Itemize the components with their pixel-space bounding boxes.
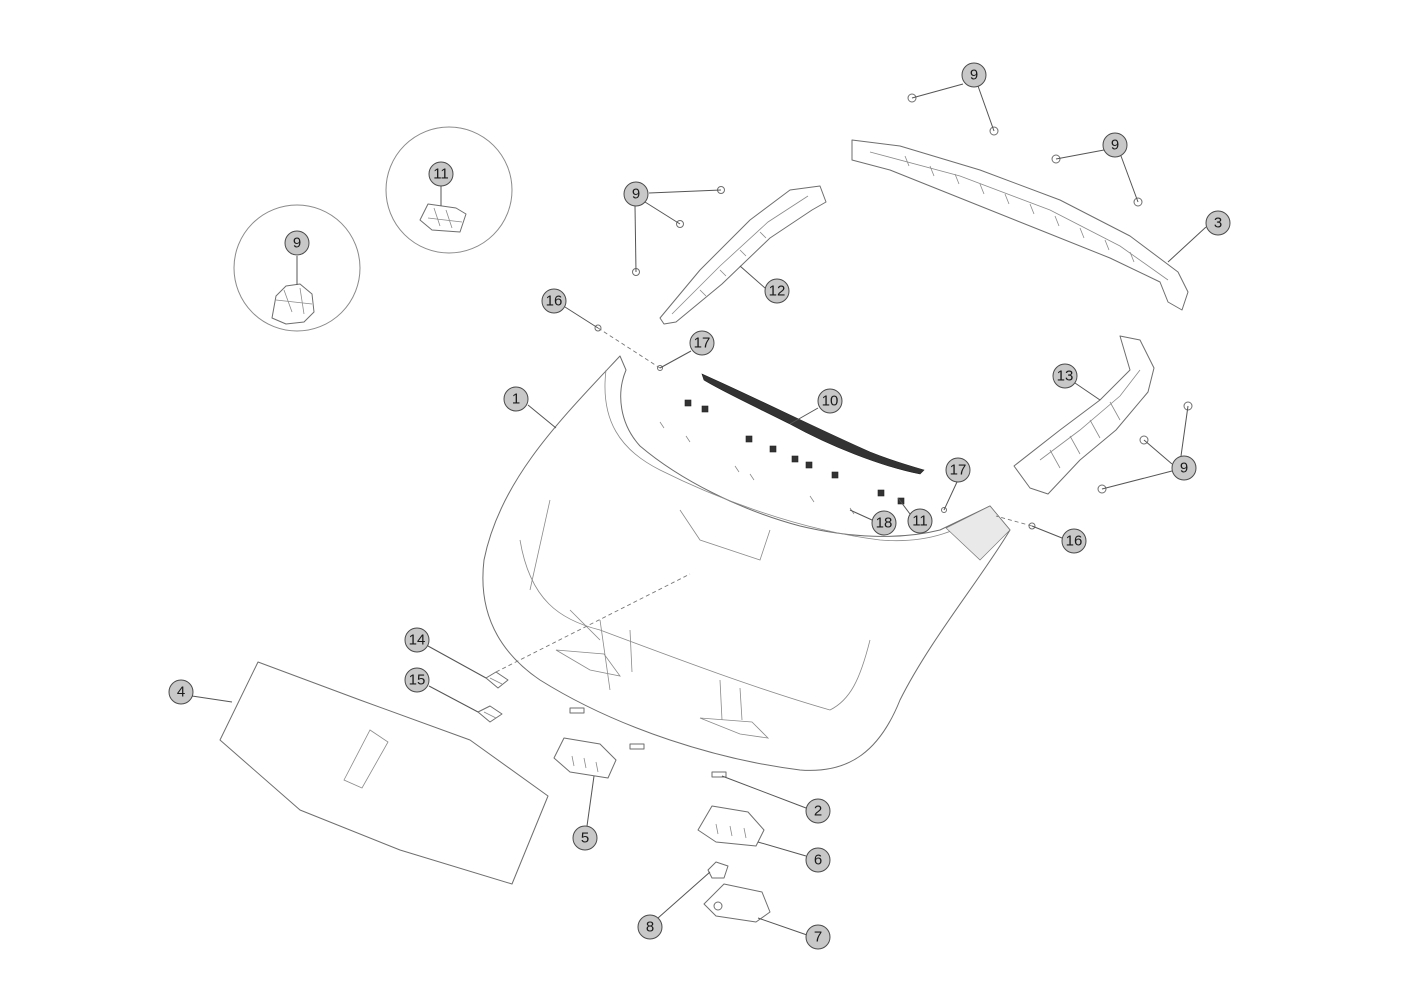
svg-text:2: 2 [814,803,822,820]
svg-text:9: 9 [632,186,640,203]
callout-14: 14 [404,627,430,653]
svg-text:14: 14 [409,632,426,649]
svg-text:1: 1 [512,391,520,408]
callout-4: 4 [168,679,194,705]
svg-text:9: 9 [293,235,301,252]
callout-17: 17 [945,457,971,483]
leader-lines [191,83,1207,936]
svg-text:17: 17 [950,462,967,479]
callout-12: 12 [764,278,790,304]
svg-text:11: 11 [912,513,928,530]
part-4-insulation-pad [219,661,549,885]
callout-17: 17 [689,330,715,356]
callout-7: 7 [805,924,831,950]
part-7-handle-housing [703,883,771,923]
svg-text:13: 13 [1057,368,1074,385]
clip-fasteners [594,324,1036,530]
callout-16: 16 [541,288,567,314]
callout-13: 13 [1052,363,1078,389]
detail-view-clip-9 [233,204,361,332]
callout-9: 9 [623,181,649,207]
callout-11: 11 [428,161,454,187]
part-14-latch [485,671,509,689]
detail-view-clip-11 [385,126,513,254]
svg-text:9: 9 [1180,460,1188,477]
svg-text:15: 15 [409,672,426,689]
svg-text:17: 17 [694,335,711,352]
part-10-seal-strip [701,373,925,475]
callout-3: 3 [1205,210,1231,236]
callout-8: 8 [637,914,663,940]
part-6-handle-housing [697,805,765,847]
part-12-side-trim [659,185,827,325]
svg-text:10: 10 [822,393,839,410]
callout-16: 16 [1061,528,1087,554]
part-15-latch [477,705,503,723]
svg-text:6: 6 [814,852,822,869]
callout-9: 9 [961,62,987,88]
svg-text:18: 18 [876,515,893,532]
assembly-lines [495,327,1033,673]
svg-text:16: 16 [546,293,563,310]
svg-text:3: 3 [1214,215,1222,232]
callout-1: 1 [503,386,529,412]
svg-text:5: 5 [581,830,589,847]
callout-2: 2 [805,798,831,824]
callout-10: 10 [817,388,843,414]
callout-9: 9 [284,230,310,256]
callout-5: 5 [572,825,598,851]
part-8-switch [707,861,729,879]
callout-9: 9 [1171,455,1197,481]
svg-text:12: 12 [769,283,786,300]
svg-text:9: 9 [1111,137,1119,154]
callout-6: 6 [805,847,831,873]
svg-text:4: 4 [177,684,185,701]
callout-9: 9 [1102,132,1128,158]
part-2-clips [569,707,727,778]
svg-text:11: 11 [433,166,449,183]
callout-11: 11 [907,508,933,534]
svg-text:16: 16 [1066,533,1083,550]
svg-text:7: 7 [814,929,822,946]
callout-15: 15 [404,667,430,693]
part-1-tailgate-trim-panel [482,355,1011,771]
svg-text:8: 8 [646,919,654,936]
part-5-handle-housing [553,737,617,779]
svg-text:9: 9 [970,67,978,84]
callout-18: 18 [871,510,897,536]
part-3-upper-trim [851,139,1189,311]
part-13-side-trim [1013,335,1155,495]
